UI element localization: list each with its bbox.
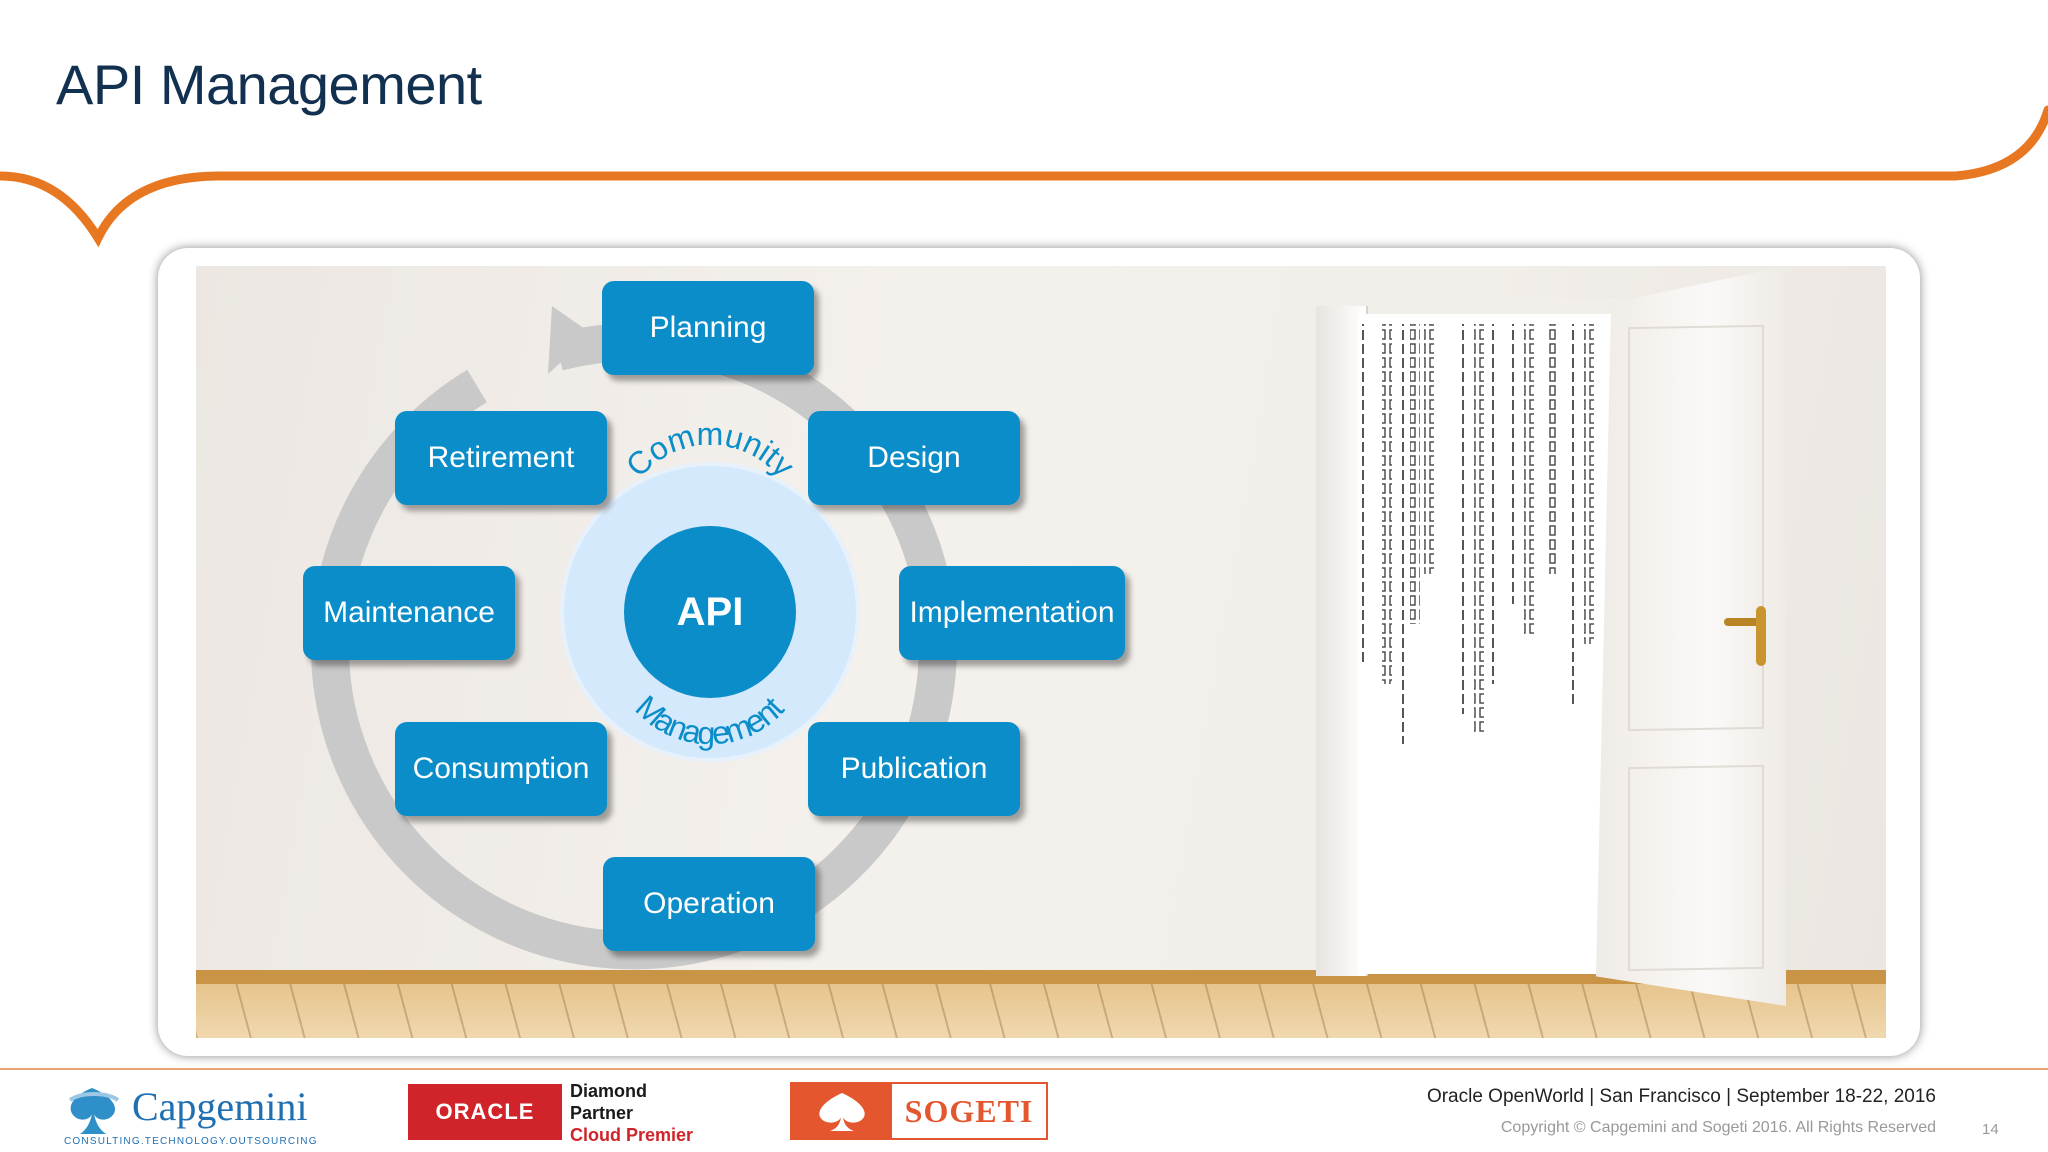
api-center-label: API (676, 589, 744, 634)
cycle-arrowhead-icon (548, 306, 592, 374)
copyright: Copyright © Capgemini and Sogeti 2016. A… (1500, 1119, 1936, 1136)
oracle-line-2: Partner (570, 1103, 634, 1123)
page-number: 14 (1982, 1121, 1999, 1138)
binary-code-stream-icon (1362, 324, 1594, 744)
oracle-logo: ORACLE (408, 1084, 562, 1140)
svg-text:Capgemini: Capgemini (132, 1084, 308, 1129)
sogeti-logo: SOGETI (790, 1082, 1048, 1140)
stage-retirement: Retirement (395, 411, 607, 505)
sogeti-name: SOGETI (904, 1092, 1034, 1129)
stage-design: Design (808, 411, 1020, 505)
orange-swoosh-divider (0, 105, 2048, 248)
footer-divider (0, 1068, 2048, 1070)
door-handle (1756, 606, 1766, 666)
stage-consumption: Consumption (395, 722, 607, 816)
stage-maintenance: Maintenance (303, 566, 515, 660)
oracle-line-1: Diamond (570, 1081, 648, 1101)
spade-icon (70, 1088, 116, 1134)
stage-operation: Operation (603, 857, 815, 951)
event-info: Oracle OpenWorld | San Francisco | Septe… (1426, 1086, 1936, 1107)
open-door (1596, 266, 1786, 1006)
page-title: API Management (56, 53, 482, 116)
wooden-floor (196, 984, 1886, 1038)
stage-implementation: Implementation (899, 566, 1125, 660)
stage-publication: Publication (808, 722, 1020, 816)
capgemini-logo: Capgemini CONSULTING.TECHNOLOGY.OUTSOURC… (64, 1084, 318, 1147)
stage-planning: Planning (602, 281, 814, 375)
svg-text:CONSULTING.TECHNOLOGY.OUTSOURC: CONSULTING.TECHNOLOGY.OUTSOURCING (64, 1136, 318, 1147)
oracle-line-3: Cloud Premier (570, 1125, 694, 1145)
oracle-partner-text: Diamond Partner Cloud Premier (570, 1080, 693, 1146)
sogeti-spade-icon (792, 1084, 892, 1138)
binary-doorway (1358, 314, 1618, 974)
api-core (624, 526, 796, 698)
door-handle-lever (1724, 618, 1760, 626)
